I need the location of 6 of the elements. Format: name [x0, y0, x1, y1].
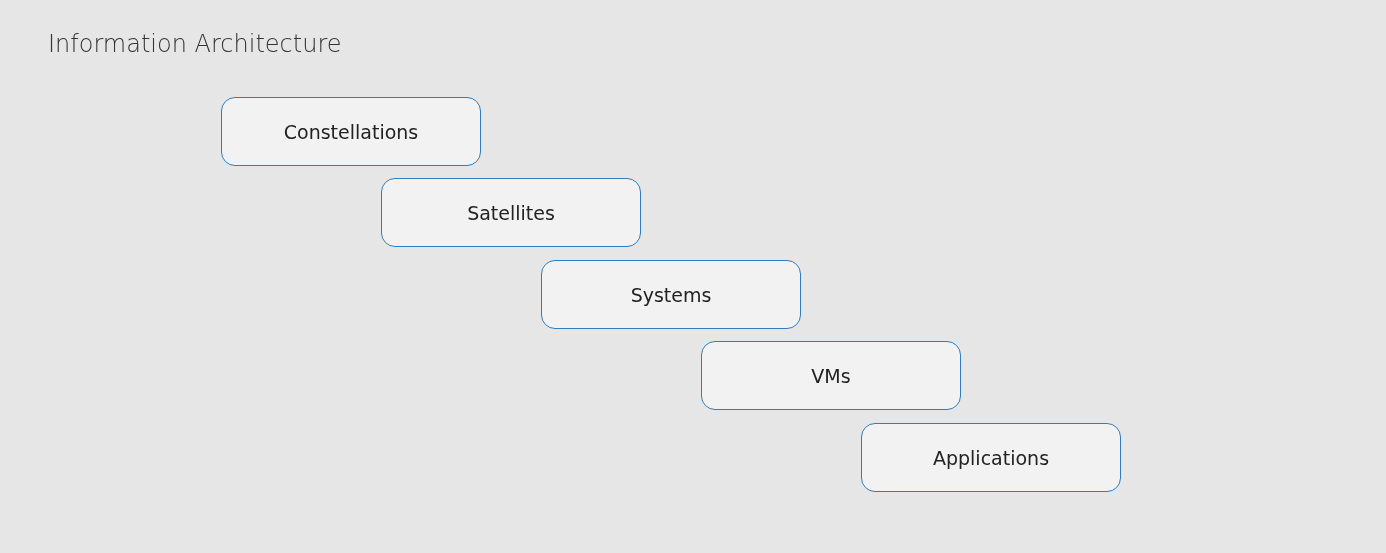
diagram-title: Information Architecture: [48, 30, 342, 58]
process-box: Systems: [541, 260, 801, 329]
process-box: Constellations: [221, 97, 481, 166]
process-box: Satellites: [381, 178, 641, 247]
process-box: VMs: [701, 341, 961, 410]
process-box: Applications: [861, 423, 1121, 492]
